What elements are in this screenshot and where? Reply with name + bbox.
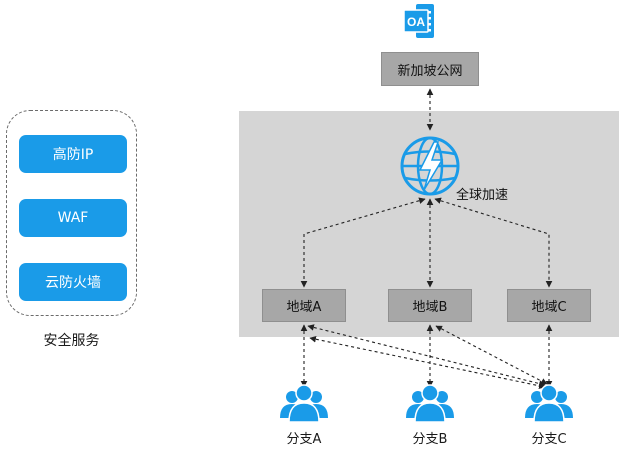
region-c-node[interactable]: 地域C [507,289,591,322]
acceleration-label: 全球加速 [456,188,509,203]
branch-b-label: 分支B [412,432,448,447]
public-network-label: 新加坡公网 [397,63,463,79]
region-a-node[interactable]: 地域A [262,289,346,322]
user-group-icon [406,384,454,423]
branch-c-label: 分支C [531,432,567,447]
link-region-c-branch-a [309,335,546,390]
link-acceleration-region-c [434,197,553,288]
region-b-node[interactable]: 地域B [388,289,472,322]
link-acceleration-region-a [300,197,426,288]
link-region-b-branch-c [435,325,548,385]
region-label: 地域C [531,300,567,315]
user-group-icon [280,384,328,423]
service-label: 高防IP [52,147,94,163]
oa-app-icon: OA [403,4,434,38]
service-waf[interactable]: WAF [19,199,127,237]
branch-a-label: 分支A [286,432,322,447]
service-anti-ddos-ip[interactable]: 高防IP [19,135,127,173]
globe-lightning-icon [400,136,460,196]
public-network-node[interactable]: 新加坡公网 [381,52,479,86]
link-region-a-branch-c [307,324,546,387]
oa-icon-text: OA [407,15,425,29]
region-label: 地域B [412,300,448,315]
user-group-icon [525,384,573,423]
region-label: 地域A [286,300,322,315]
security-services-caption: 安全服务 [43,333,100,349]
service-label: 云防火墙 [45,275,101,291]
service-cloud-firewall[interactable]: 云防火墙 [19,263,127,301]
security-services-group: 高防IP WAF 云防火墙 [6,110,137,316]
service-label: WAF [57,210,89,226]
